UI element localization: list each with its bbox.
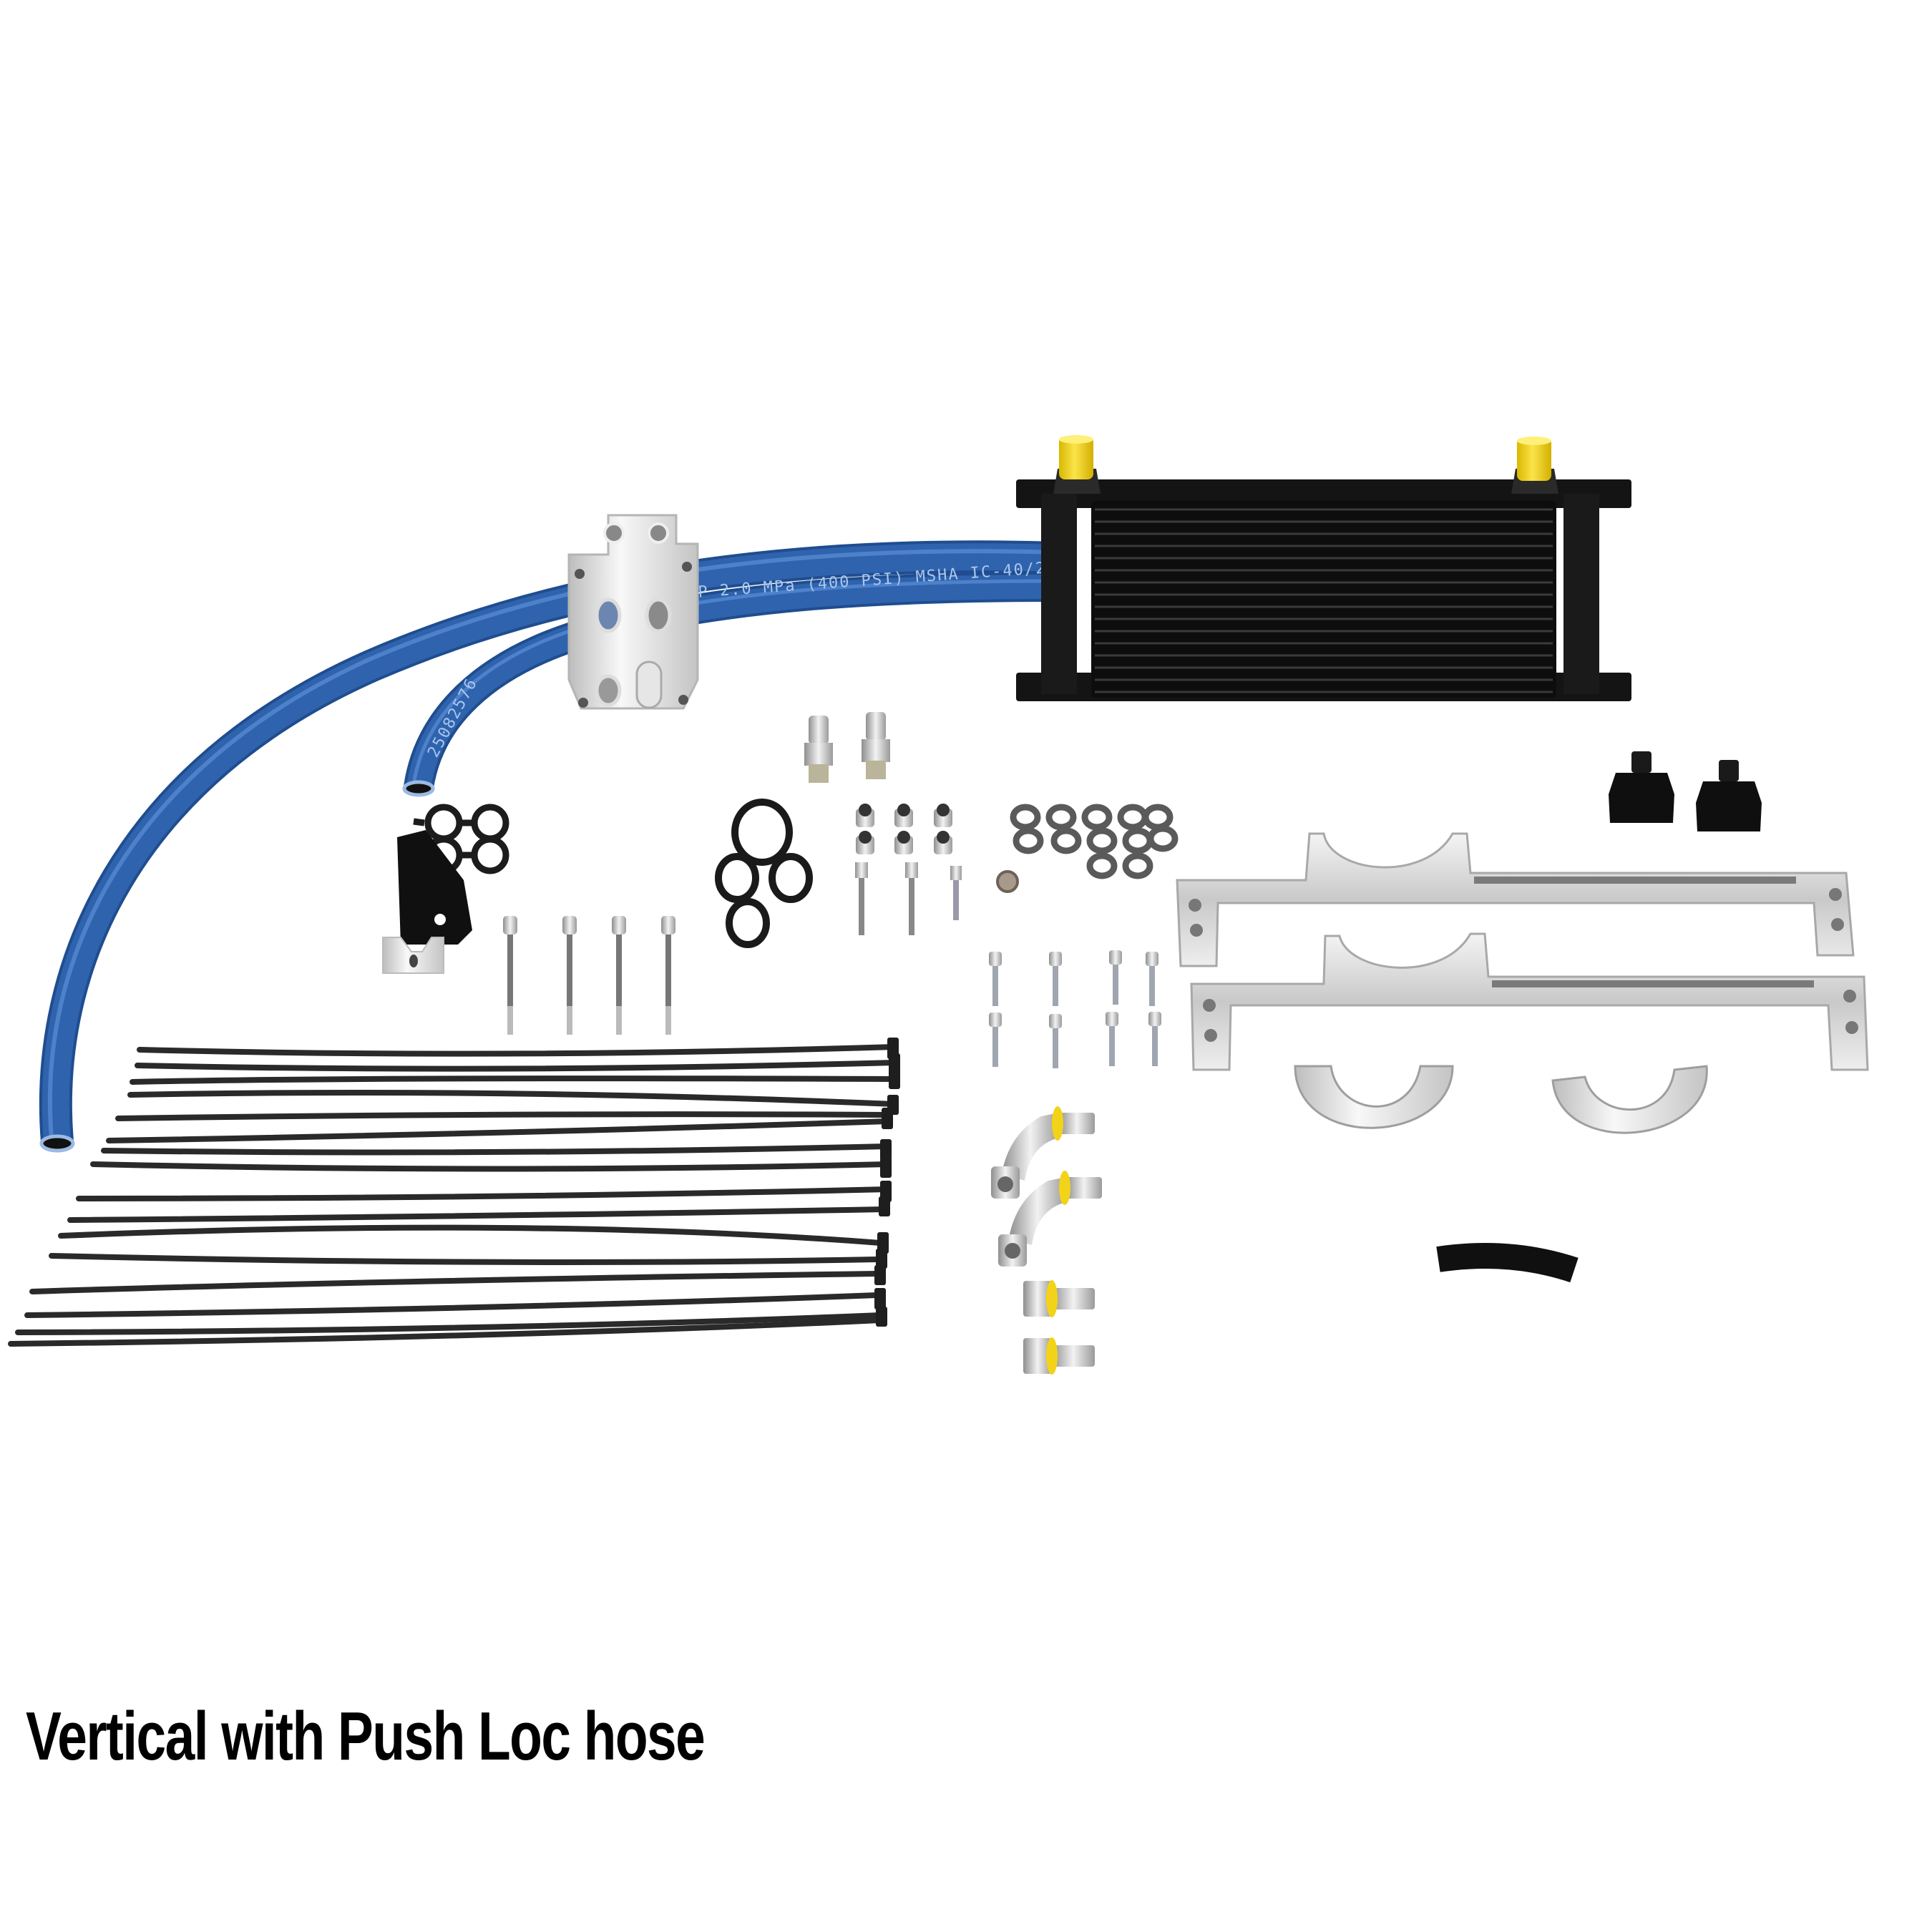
hose-end-opening bbox=[402, 780, 435, 797]
zip-tie-heads bbox=[874, 1038, 900, 1327]
hose-end-opening bbox=[39, 1134, 75, 1153]
half-clamp-left bbox=[1294, 1065, 1454, 1129]
oil-cooler bbox=[1016, 435, 1631, 701]
long-bolts bbox=[503, 916, 675, 1035]
yellow-cap-right bbox=[1517, 438, 1551, 481]
aluminum-bracket-lower bbox=[1190, 932, 1869, 1071]
straight-adapters bbox=[804, 712, 890, 783]
bolts-short-top bbox=[855, 862, 962, 935]
pushloc-fitting-straight-b bbox=[1023, 1337, 1095, 1375]
black-reducer-fittings bbox=[1609, 751, 1762, 831]
o-rings bbox=[715, 799, 813, 948]
short-black-hose bbox=[1436, 1243, 1579, 1283]
bolts-mid bbox=[989, 950, 1161, 1068]
sandwich-plate bbox=[567, 514, 699, 710]
gasket-double bbox=[413, 804, 509, 874]
spacer-block bbox=[382, 937, 444, 974]
washers bbox=[1010, 804, 1179, 879]
small-nut bbox=[996, 870, 1019, 893]
cooler-fins bbox=[1095, 508, 1553, 693]
pushloc-fitting-90-a bbox=[991, 1106, 1095, 1199]
black-bracket bbox=[397, 830, 472, 945]
product-caption: Vertical with Push Loc hose bbox=[26, 1698, 706, 1775]
yellow-cap-left bbox=[1059, 436, 1093, 479]
blue-hose-short: EMP WP 2.0 MPa (400 PSI) MSHA IC-40/22 2… bbox=[402, 559, 1060, 797]
nyloc-nuts bbox=[856, 804, 952, 854]
aluminum-bracket-upper bbox=[1176, 832, 1855, 967]
pushloc-fitting-90-b bbox=[998, 1171, 1102, 1267]
half-clamp-right bbox=[1551, 1065, 1708, 1134]
blue-hose-long bbox=[39, 540, 1060, 1153]
pushloc-fitting-straight-a bbox=[1023, 1280, 1095, 1317]
zip-ties bbox=[8, 1044, 897, 1347]
